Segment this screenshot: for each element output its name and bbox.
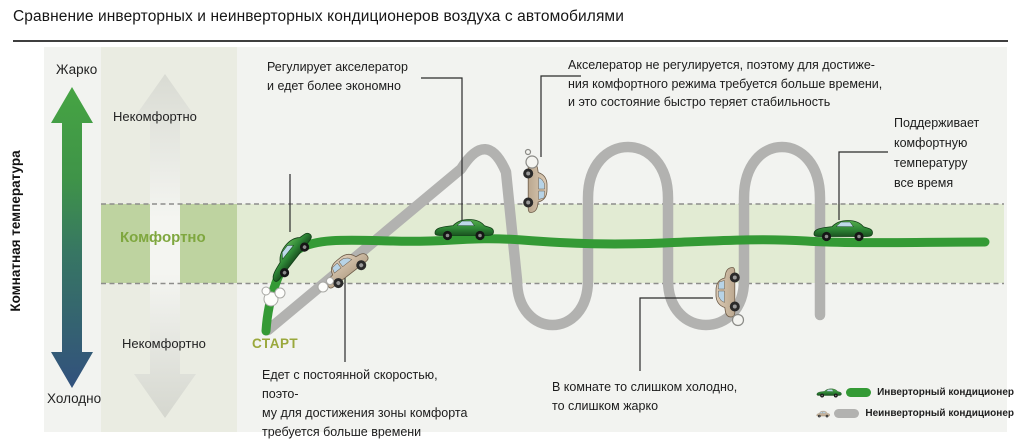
exhaust-puff-tan-car <box>317 277 334 293</box>
non-inverter-car-dropping <box>715 267 741 318</box>
callout-line-noninverter-unstable <box>540 75 581 157</box>
legend: Инверторный кондиционер Неинверторный ко… <box>816 383 1014 425</box>
inverter-line <box>261 234 990 336</box>
callout-line-inverter-maintains <box>838 151 888 220</box>
label-comfortable: Комфортно <box>120 229 206 246</box>
annotation-constant-speed: Едет с постоянной скоростью, поэто- му д… <box>262 368 468 439</box>
callout-line-inverter-eco <box>421 77 463 221</box>
annotation-room-too-hot-cold: В комнате то слишком холодно, то слишком… <box>552 380 738 413</box>
non-inverter-car-overshooting <box>522 162 548 213</box>
annotation-inverter-eco: Регулирует акселератор и едет более экон… <box>267 60 408 93</box>
annotation-noninverter-unstable: Акселератор не регулируется, поэтому для… <box>568 58 883 109</box>
legend-label-non-inverter: Неинверторный кондиционер <box>865 408 1014 419</box>
inverter-car-climbing <box>263 226 318 286</box>
page-title: Сравнение инверторных и неинверторных ко… <box>13 8 624 25</box>
temperature-arrow <box>51 87 93 388</box>
inverter-car-icon <box>816 388 842 398</box>
label-cold: Холодно <box>47 391 102 406</box>
legend-item-inverter: Инверторный кондиционер <box>816 383 1014 402</box>
steam-ball-bottom <box>731 313 745 327</box>
label-start: СТАРТ <box>252 336 299 351</box>
non-inverter-car-icon <box>816 410 830 418</box>
label-uncomfortable-bottom: Некомфортно <box>122 336 206 351</box>
label-hot: Жарко <box>56 62 98 77</box>
annotation-inverter-maintains: Поддерживает комфортную температуру все … <box>894 116 980 190</box>
non-inverter-line-swatch <box>834 409 860 418</box>
callout-line-room-too-hot-cold <box>639 297 713 371</box>
axis-label-room-temperature: Комнатная температура <box>8 150 23 312</box>
uncomfortable-range-arrow <box>134 74 196 418</box>
exhaust-puff-green-car <box>261 286 286 307</box>
inverter-line-swatch <box>846 388 872 397</box>
steam-ball-top <box>524 148 539 169</box>
non-inverter-line <box>262 141 826 336</box>
legend-item-non-inverter: Неинверторный кондиционер <box>816 404 1014 423</box>
label-uncomfortable-top: Некомфортно <box>113 109 197 124</box>
legend-label-inverter: Инверторный кондиционер <box>877 387 1014 398</box>
title-divider <box>13 40 1008 42</box>
